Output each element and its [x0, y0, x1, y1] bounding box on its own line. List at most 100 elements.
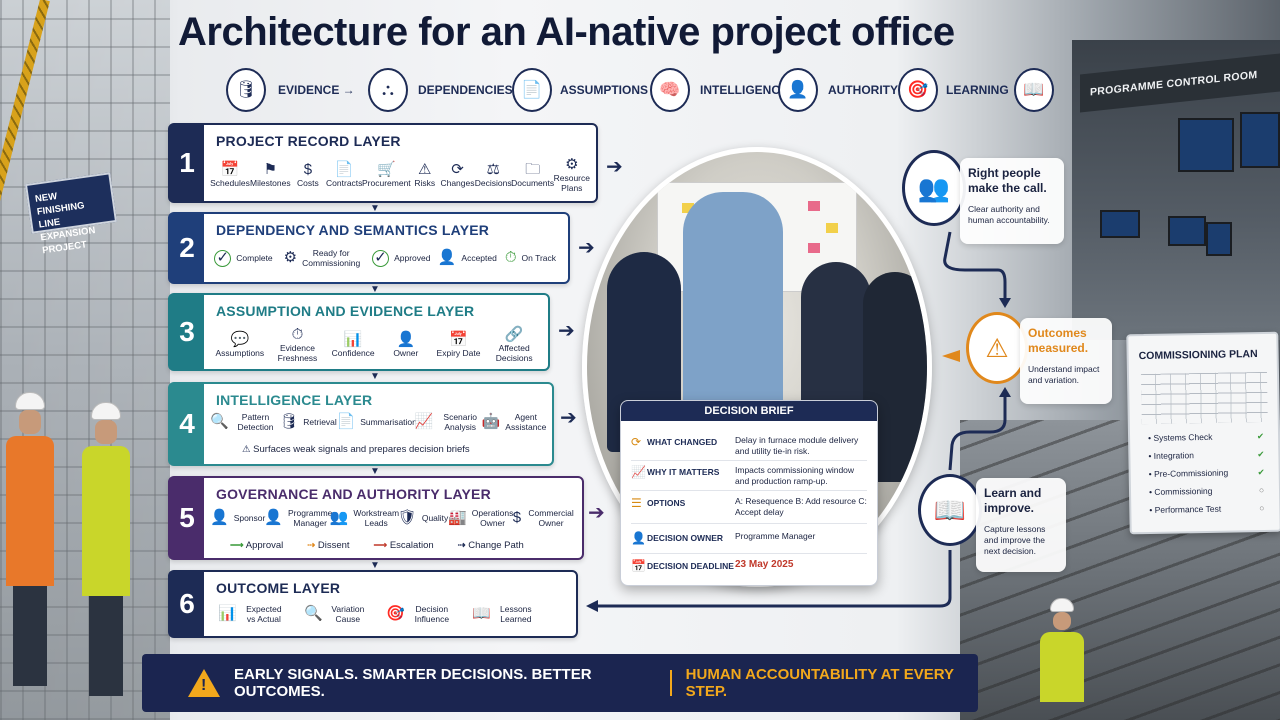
person-icon: 👤 — [778, 68, 818, 112]
bar-chart-icon: 📊 — [218, 605, 237, 622]
record-item-risks: ⚠Risks — [414, 161, 436, 189]
record-item-decisions: ⚖Decisions — [474, 161, 512, 189]
flow-label-dependencies: DEPENDENCIES → — [418, 83, 529, 97]
person-figure — [683, 192, 783, 422]
arrow-right-icon: ➔ — [606, 156, 623, 178]
status-complete: ✓Complete — [210, 248, 277, 268]
evidence-item-assumptions: 💬Assumptions — [215, 331, 265, 359]
warning-icon: ⚠ — [242, 444, 251, 455]
person-icon: 👤 — [264, 509, 283, 526]
monitor-screen — [1206, 222, 1232, 256]
contract-icon: 📄 — [334, 161, 354, 178]
role-workstream-leads: 👥Workstream Leads — [329, 508, 400, 528]
outcome-item-expected-vs-actual: 📊Expected vs Actual — [218, 604, 282, 624]
banner-divider — [669, 670, 672, 696]
arrow-right-icon: ➔ — [558, 320, 575, 342]
people-group-icon: 👥 — [902, 150, 966, 226]
record-item-contracts: 📄Contracts — [326, 161, 363, 189]
legend-escalation: ⟶ Escalation — [373, 540, 434, 551]
plan-row: • Performance Test○ — [1149, 503, 1267, 515]
record-item-milestones: ⚑Milestones — [249, 161, 291, 189]
layer-outcome: 6 OUTCOME LAYER 📊Expected vs Actual 🔍Var… — [168, 570, 578, 638]
intel-item-retrieval: 🛢Retrieval — [279, 413, 337, 430]
monitor-screen — [1100, 210, 1140, 238]
record-item-documents: 🗀Documents — [511, 161, 555, 189]
brief-row-options: ☰ OPTIONS A: Resequence B: Add resource … — [631, 496, 867, 517]
brief-row-decision-owner: 👤 DECISION OWNER Programme Manager — [631, 531, 816, 545]
line-chart-icon: 📈 — [631, 465, 646, 479]
calendar-icon: 📅 — [631, 559, 646, 573]
arrow-down-icon: ▼ — [370, 371, 380, 382]
layer-number: 5 — [170, 478, 204, 558]
arrowhead — [999, 387, 1011, 397]
record-item-costs: $Costs — [297, 161, 319, 189]
approval-arrow-icon: ⟶ — [230, 540, 244, 551]
plan-row: • Pre-Commissioning✔ — [1148, 466, 1265, 479]
layer-number: 1 — [170, 125, 204, 201]
flow-label-learning: LEARNING → — [946, 83, 1024, 97]
cycle-icon: ⟳ — [451, 161, 464, 178]
cycle-icon: ⟳ — [631, 435, 642, 449]
monitor-screen — [1168, 216, 1206, 246]
document-icon: 📄 — [336, 413, 356, 430]
plan-row: • Systems Check✔ — [1147, 430, 1265, 443]
banner-right-text: HUMAN ACCOUNTABILITY AT EVERY STEP. — [685, 666, 954, 700]
monitor-screen — [1240, 112, 1280, 168]
status-ready-for-commissioning: ⚙Ready for Commissioning — [283, 248, 361, 268]
monitor-screen — [1178, 118, 1234, 172]
layer-title: PROJECT RECORD LAYER — [216, 133, 401, 149]
cart-icon: 🛒 — [376, 161, 396, 178]
layer-intelligence: 4 INTELLIGENCE LAYER 🔍Pattern Detection … — [168, 382, 554, 466]
empty-circle-icon: ○ — [1259, 502, 1265, 514]
connector-people-to-outcomes — [943, 231, 1007, 300]
change-path-arrow-icon: ⇢ — [457, 540, 466, 551]
connector-learn-to-outcome-layer — [596, 550, 952, 608]
layer-title: DEPENDENCY AND SEMANTICS LAYER — [216, 222, 490, 238]
deadline-value: 23 May 2025 — [735, 559, 794, 570]
book-icon: 📖 — [472, 605, 491, 622]
layer-number: 2 — [170, 214, 204, 282]
shield-icon: 🛡 — [397, 509, 417, 526]
dollar-icon: $ — [512, 509, 522, 526]
decision-brief-title: DECISION BRIEF — [621, 401, 877, 421]
worker-figure — [6, 392, 54, 686]
intel-item-scenario-analysis: 📈Scenario Analysis — [414, 412, 477, 432]
evidence-item-freshness: ⏱Evidence Freshness — [277, 326, 318, 364]
commissioning-plan-board: COMMISSIONING PLAN • Systems Check✔ • In… — [1126, 331, 1280, 535]
banner-left-text: EARLY SIGNALS. SMARTER DECISIONS. BETTER… — [234, 666, 592, 700]
network-icon: ⛬ — [368, 68, 408, 112]
layer-assumption-evidence: 3 ASSUMPTION AND EVIDENCE LAYER 💬Assumpt… — [168, 293, 550, 371]
document-icon: 📄 — [512, 68, 552, 112]
flow-label-intelligence: INTELLIGENCE → — [700, 83, 804, 97]
loop-card-learn: Learn and improve. Capture lessons and i… — [976, 478, 1066, 572]
evidence-item-owner: 👤Owner — [393, 331, 419, 359]
status-accepted: 👤Accepted — [437, 249, 497, 266]
arrow-down-icon: ▼ — [370, 466, 380, 477]
people-icon: ⚙ — [565, 156, 579, 173]
flow-label-authority: AUTHORITY → — [828, 83, 914, 97]
layer-title: OUTCOME LAYER — [216, 580, 341, 596]
layer-title: GOVERNANCE AND AUTHORITY LAYER — [216, 486, 491, 502]
line-chart-icon: 📈 — [414, 413, 434, 430]
arrowhead — [999, 298, 1011, 308]
outcome-item-decision-influence: 🎯Decision Influence — [386, 604, 450, 624]
loop-card-outcomes: Outcomes measured. Understand impact and… — [1020, 318, 1112, 404]
search-icon: 🔍 — [210, 413, 229, 430]
connector-learn-to-outcomes — [948, 395, 1007, 471]
worker-figure — [82, 402, 130, 696]
decision-brief-card: DECISION BRIEF ⟳ WHAT CHANGED Delay in f… — [620, 400, 878, 586]
schematic-drawing — [1140, 371, 1268, 425]
empty-circle-icon: ○ — [1258, 484, 1265, 496]
folder-icon: 🗀 — [525, 161, 541, 178]
layer-project-record: 1 PROJECT RECORD LAYER 📅Schedules ⚑Miles… — [168, 123, 598, 203]
page-title: Architecture for an AI-native project of… — [178, 10, 955, 54]
database-icon: 🛢 — [279, 413, 299, 430]
role-commercial-owner: $Commercial Owner — [512, 508, 574, 528]
pulse-icon: ⏱ — [504, 249, 517, 266]
person-icon: 👤 — [396, 331, 416, 348]
gavel-icon: ⚖ — [486, 161, 500, 178]
outcome-item-lessons-learned: 📖Lessons Learned — [472, 604, 532, 624]
record-item-resource-plans: ⚙Resource Plans — [553, 156, 590, 194]
role-programme-manager: 👤Programme Manager — [264, 508, 333, 528]
target-icon: 🎯 — [386, 605, 405, 622]
